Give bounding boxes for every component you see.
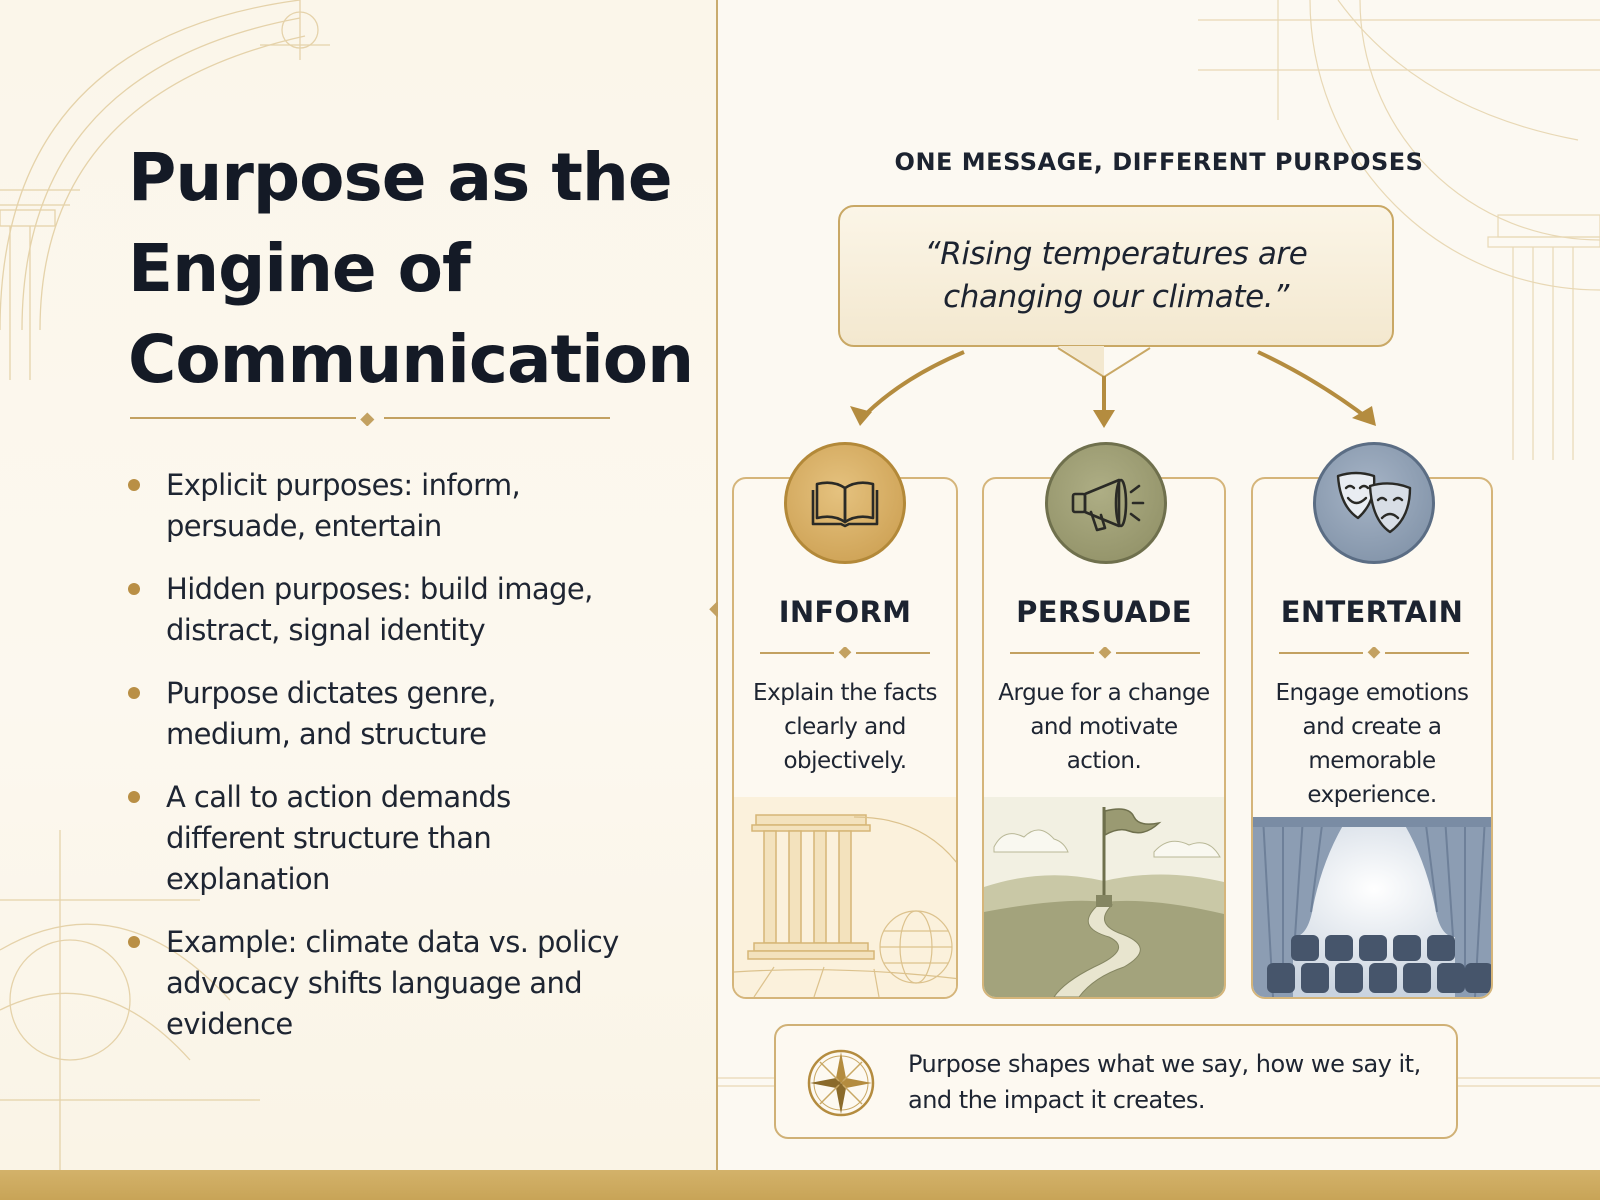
left-panel: Purpose as the Engine of Communication E… bbox=[0, 0, 717, 1170]
bullet-item: Purpose dictates genre, medium, and stru… bbox=[128, 673, 628, 755]
card-description: Engage emotions and create a memorable e… bbox=[1275, 680, 1469, 808]
quote-text: “Rising temperatures are changing our cl… bbox=[924, 236, 1308, 315]
bullet-dot bbox=[128, 687, 140, 699]
bullet-dot bbox=[128, 791, 140, 803]
bullet-dot bbox=[128, 936, 140, 948]
summary-box: Purpose shapes what we say, how we say i… bbox=[774, 1024, 1458, 1139]
bullet-text: Example: climate data vs. policy advocac… bbox=[166, 925, 619, 1041]
bullet-dot bbox=[128, 583, 140, 595]
card-description: Explain the facts clearly and objectivel… bbox=[753, 680, 937, 774]
theater-masks-icon bbox=[1313, 442, 1435, 564]
card-divider bbox=[1279, 647, 1469, 659]
summary-text: Purpose shapes what we say, how we say i… bbox=[908, 1050, 1421, 1114]
card-title: PERSUADE bbox=[1016, 595, 1192, 629]
classical-columns-illustration bbox=[734, 797, 956, 997]
card-description: Argue for a change and motivate action. bbox=[998, 680, 1210, 774]
theater-stage-illustration bbox=[1253, 817, 1491, 997]
bullet-item: Hidden purposes: build image, distract, … bbox=[128, 569, 628, 651]
bullet-item: Example: climate data vs. policy advocac… bbox=[128, 922, 628, 1045]
title-divider bbox=[130, 412, 610, 426]
bullet-list: Explicit purposes: inform, persuade, ent… bbox=[128, 465, 628, 1067]
diagram-heading: ONE MESSAGE, DIFFERENT PURPOSES bbox=[894, 148, 1424, 176]
card-divider bbox=[1010, 647, 1200, 659]
megaphone-icon bbox=[1045, 442, 1167, 564]
bullet-text: Purpose dictates genre, medium, and stru… bbox=[166, 676, 496, 751]
bullet-item: A call to action demands different struc… bbox=[128, 777, 628, 900]
card-title: ENTERTAIN bbox=[1280, 595, 1464, 629]
page-title: Purpose as the Engine of Communication bbox=[128, 139, 694, 398]
bullet-text: A call to action demands different struc… bbox=[166, 780, 511, 896]
panel-divider bbox=[716, 0, 718, 1170]
card-inform: INFORM Explain the facts clearly and obj… bbox=[732, 477, 958, 999]
open-book-icon bbox=[784, 442, 906, 564]
bullet-item: Explicit purposes: inform, persuade, ent… bbox=[128, 465, 628, 547]
card-title: INFORM bbox=[778, 595, 912, 629]
bullet-text: Hidden purposes: build image, distract, … bbox=[166, 572, 593, 647]
hill-flag-illustration bbox=[984, 797, 1224, 997]
bullet-dot bbox=[128, 479, 140, 491]
card-entertain: ENTERTAIN Engage emotions and create a m… bbox=[1251, 477, 1493, 999]
footer-bar bbox=[0, 1170, 1600, 1200]
card-divider bbox=[760, 647, 930, 659]
compass-icon bbox=[807, 1049, 875, 1117]
quote-box: “Rising temperatures are changing our cl… bbox=[838, 205, 1394, 347]
card-persuade: PERSUADE Argue for a change and motivate… bbox=[982, 477, 1226, 999]
bullet-text: Explicit purposes: inform, persuade, ent… bbox=[166, 468, 521, 543]
